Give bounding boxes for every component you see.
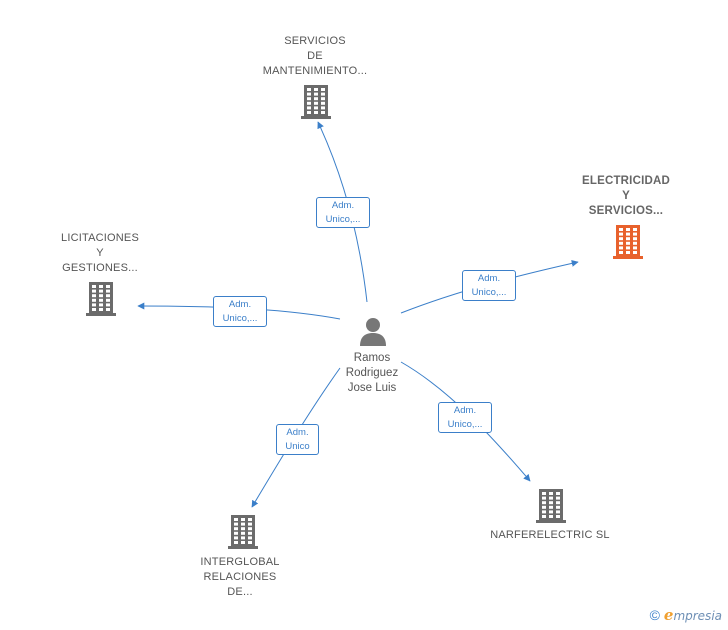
edge-label-line: Unico,... [222,313,258,324]
company-label-line: MANTENIMIENTO... [262,65,368,77]
company-label-line: Y [622,190,630,202]
brand-initial: e [663,606,674,624]
edge-label-servicios[interactable]: Adm. Unico,... [316,197,370,228]
edge-label-line: Adm. [286,427,309,438]
person-name-line: Ramos [353,352,391,364]
edge-label-line: Adm. [477,273,501,284]
person-name-line: Rodriguez [345,367,399,379]
person-name-line: Jose Luis [347,382,397,394]
edge-label-line: Unico,... [325,214,361,225]
company-label-line: ELECTRICIDAD [581,175,670,187]
company-label-line: LICITACIONES [61,232,139,244]
person-name[interactable]: Ramos Rodriguez Jose Luis [330,351,414,396]
edge-label-line: Unico [285,441,310,452]
brand-logo: © empresia [650,606,722,624]
company-label-licitaciones[interactable]: LICITACIONES Y GESTIONES... [30,231,170,276]
edge-label-narferelectric[interactable]: Adm. Unico,... [438,402,492,433]
copyright-symbol: © [649,607,660,623]
edge-label-line: Unico,... [447,419,483,430]
company-label-line: DE... [227,586,253,598]
edge-label-licitaciones[interactable]: Adm. Unico,... [213,296,267,327]
company-label-electricidad[interactable]: ELECTRICIDAD Y SERVICIOS... [556,174,696,219]
company-label-line: Y [96,247,104,259]
company-label-servicios[interactable]: SERVICIOS DE MANTENIMIENTO... [245,34,385,79]
company-label-line: DE [307,50,323,62]
company-label-line: SERVICIOS [284,35,346,47]
edge-label-line: Adm. [228,299,252,310]
building-icon[interactable] [536,489,566,523]
company-label-line: INTERGLOBAL [200,556,280,568]
company-label-line: SERVICIOS... [588,205,664,217]
edge-label-interglobal[interactable]: Adm. Unico [276,424,319,455]
company-label-line: NARFERELECTRIC SL [490,529,610,541]
person-icon[interactable] [358,316,388,348]
company-label-narferelectric[interactable]: NARFERELECTRIC SL [470,528,630,543]
company-label-line: GESTIONES... [62,262,138,274]
edge-label-line: Unico,... [471,287,507,298]
edge-label-electricidad[interactable]: Adm. Unico,... [462,270,516,301]
edge-label-line: Adm. [453,405,477,416]
building-icon[interactable] [613,225,643,259]
brand-name: mpresia [673,609,722,623]
building-icon[interactable] [228,515,258,549]
company-label-line: RELACIONES [203,571,277,583]
edge-label-line: Adm. [331,200,355,211]
company-label-interglobal[interactable]: INTERGLOBAL RELACIONES DE... [170,555,310,600]
building-icon[interactable] [301,85,331,119]
building-icon[interactable] [86,282,116,316]
